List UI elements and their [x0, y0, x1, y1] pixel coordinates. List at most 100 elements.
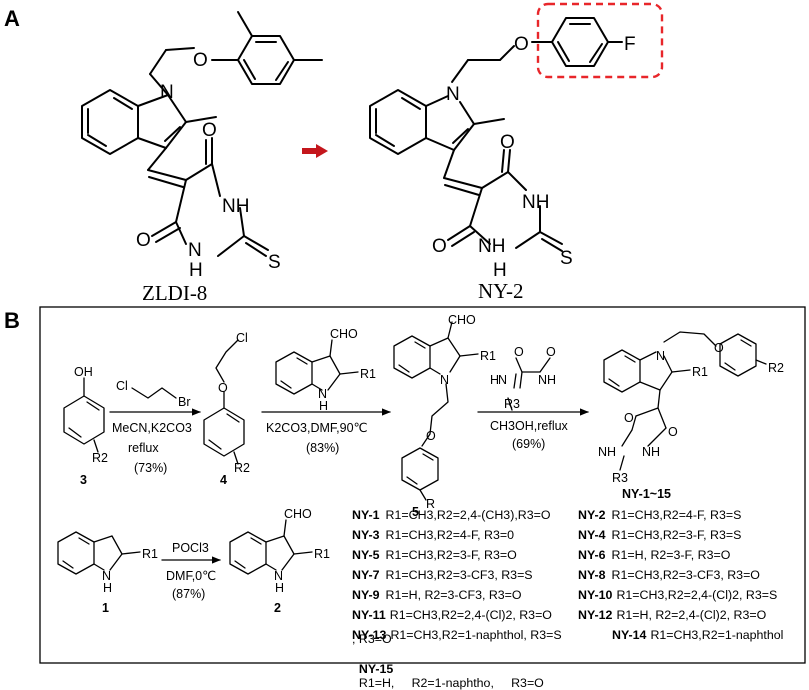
- step-3-yield: (69%): [512, 437, 545, 451]
- step-1-yield: (73%): [134, 461, 167, 475]
- step-2-reagents: K2CO3,DMF,90℃: [266, 421, 368, 435]
- zldi-indole-n: N: [160, 82, 174, 103]
- reagent-nh-n: N: [318, 387, 327, 401]
- step-1-reflux: reflux: [128, 441, 159, 455]
- fluorophenyl-highlight: [536, 2, 664, 79]
- ny2-nh-top: NH: [522, 192, 549, 213]
- reagent-nh-h: H: [319, 399, 328, 413]
- zldi-c6-o: O: [136, 230, 151, 251]
- cmpd2-nh-n: N: [274, 569, 283, 583]
- compound-4-label: 4: [220, 473, 227, 487]
- ny-15-id: NY-15: [358, 662, 394, 676]
- ny2-nh-bottom-h: H: [493, 260, 507, 281]
- zldi-ether-o: O: [193, 50, 208, 71]
- zldi-8-label: ZLDI-8: [142, 281, 207, 305]
- cmpd2-nh-h: H: [275, 581, 284, 595]
- cmpd5-r1: R1: [480, 349, 496, 363]
- product-o-right: O: [668, 425, 678, 439]
- zldi-c4-o: O: [202, 120, 217, 141]
- ny2-ether-o: O: [514, 34, 529, 55]
- reagent-r1: R1: [360, 367, 376, 381]
- ny-2-label: NY-2: [478, 279, 524, 303]
- product-r1: R1: [692, 365, 708, 379]
- product-o-left: O: [624, 411, 634, 425]
- zldi-thione-s: S: [268, 252, 281, 273]
- compound-3-label: 3: [80, 473, 87, 487]
- step-3-reagents: CH3OH,reflux: [490, 419, 569, 433]
- reagent-br: Br: [178, 395, 191, 409]
- panel-b-frame: [39, 306, 806, 664]
- cmpd5-cho: CHO: [448, 313, 476, 327]
- barb-r3: R3: [504, 397, 520, 411]
- barb-o-right: O: [546, 345, 556, 359]
- cmpd2-cho: CHO: [284, 507, 312, 521]
- cmpd3-r: R2: [92, 451, 108, 465]
- compound-1-label: 1: [102, 601, 109, 615]
- step-4-reagent: POCl3: [172, 541, 209, 555]
- panel-a-label: A: [4, 6, 20, 31]
- product-r2: R2: [768, 361, 784, 375]
- ny2-c4-o: O: [500, 132, 515, 153]
- step-1-reagents: MeCN,K2CO3: [112, 421, 192, 435]
- barb-hn-n: N: [498, 373, 507, 387]
- cmpd4-r: R2: [234, 461, 250, 475]
- compound-5-structure: [393, 321, 479, 501]
- panel-b-label: B: [4, 308, 20, 333]
- product-o: O: [714, 341, 724, 355]
- cmpd1-nh-n: N: [102, 569, 111, 583]
- barb-nh: NH: [538, 373, 556, 387]
- ny2-indole-n: N: [446, 84, 460, 105]
- step-4-solvent: DMF,0℃: [166, 569, 216, 583]
- reagent-bromochloroethane: [131, 387, 177, 399]
- product-hn: NH: [598, 445, 616, 459]
- zldi-8-structure: [81, 11, 323, 257]
- compound-1-structure: [57, 531, 141, 575]
- cmpd1-r1: R1: [142, 547, 158, 561]
- ny2-fluorine: F: [624, 34, 636, 55]
- cmpd1-nh-h: H: [103, 581, 112, 595]
- barb-o-left: O: [514, 345, 524, 359]
- transform-arrow: [302, 144, 328, 158]
- table-row-ny-15-line: NY-15 R1=H, R2=1-naphtho, R3=O: [352, 648, 544, 690]
- indole-carbaldehyde-reagent: [275, 339, 359, 395]
- compound-5-label: 5: [412, 505, 419, 519]
- product-structure: [603, 331, 767, 471]
- step-4-yield: (87%): [172, 587, 205, 601]
- cmpd4-o: O: [218, 381, 228, 395]
- cmpd4-cl: Cl: [236, 331, 248, 345]
- reagent-cho: CHO: [330, 327, 358, 341]
- ny-2-structure: [369, 17, 623, 252]
- zldi-nh-bottom-h: H: [189, 260, 203, 281]
- barbituric-reagent: [507, 357, 551, 411]
- compound-2-label: 2: [274, 601, 281, 615]
- ny2-nh-bottom: NH: [478, 236, 505, 257]
- cmpd5-r: R: [426, 497, 435, 511]
- compound-3-structure: [63, 377, 105, 453]
- step-2-yield: (83%): [306, 441, 339, 455]
- zldi-nh-bottom-n: N: [188, 240, 202, 261]
- cmpd5-n: N: [440, 373, 449, 387]
- product-nh: NH: [642, 445, 660, 459]
- ny2-thione-s: S: [560, 248, 573, 269]
- ny2-c6-o: O: [432, 236, 447, 257]
- product-n: N: [656, 349, 665, 363]
- ny-15-text: R1=H, R2=1-naphtho, R3=O: [358, 676, 544, 690]
- reagent-cl: Cl: [116, 379, 128, 393]
- cmpd2-r1: R1: [314, 547, 330, 561]
- compound-2-structure: [229, 519, 313, 575]
- compound-4-structure: [203, 339, 245, 465]
